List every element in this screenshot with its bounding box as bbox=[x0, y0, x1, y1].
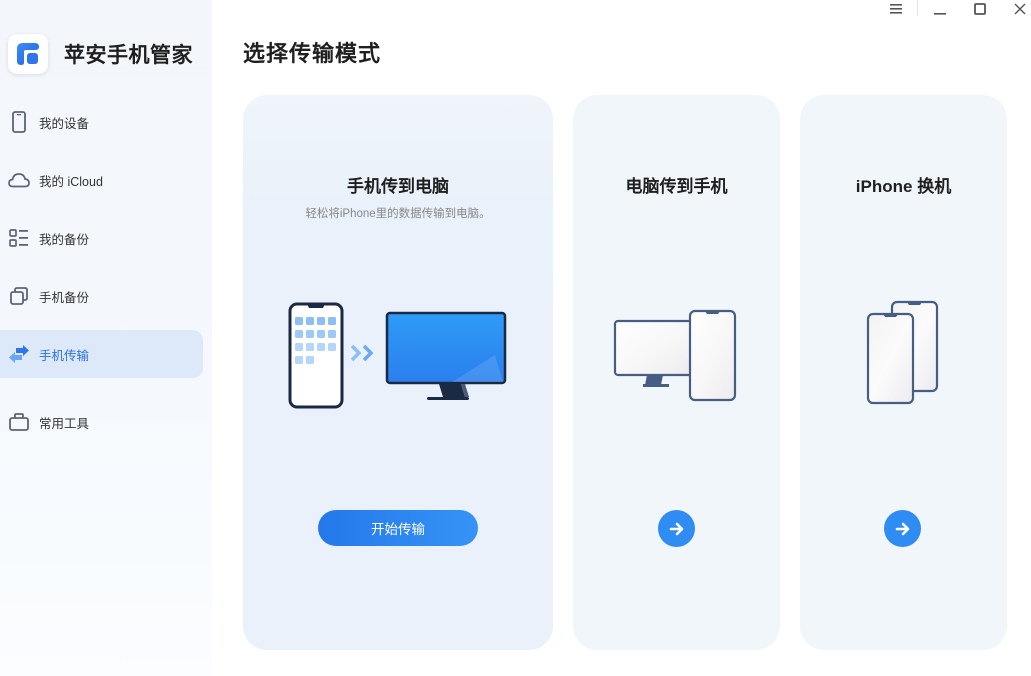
close-icon bbox=[1014, 3, 1026, 15]
start-transfer-button[interactable]: 开始传输 bbox=[318, 510, 478, 546]
mode-card-iphone-switch[interactable]: iPhone 换机 bbox=[800, 95, 1007, 650]
card-title: iPhone 换机 bbox=[855, 177, 952, 196]
card-title: 手机传到电脑 bbox=[347, 177, 449, 196]
toolbox-icon bbox=[8, 411, 30, 433]
page-title: 选择传输模式 bbox=[243, 41, 382, 66]
pc-to-phone-go-button[interactable] bbox=[658, 510, 695, 547]
sidebar-item-label: 我的 iCloud bbox=[39, 174, 103, 189]
sidebar-item-phone-transfer[interactable]: 手机传输 bbox=[0, 330, 203, 378]
sidebar: 苹安手机管家 我的设备 我的 iCloud 我的备份 手机备份 bbox=[0, 0, 212, 676]
arrow-right-icon bbox=[669, 522, 683, 535]
maximize-icon bbox=[974, 3, 986, 15]
minimize-icon bbox=[934, 13, 946, 15]
window-controls-divider bbox=[917, 0, 918, 16]
maximize-button[interactable] bbox=[970, 0, 990, 18]
sidebar-item-my-backup[interactable]: 我的备份 bbox=[0, 214, 203, 262]
phone-icon bbox=[8, 111, 30, 133]
cloud-icon bbox=[8, 169, 30, 191]
iphone-switch-go-button[interactable] bbox=[884, 510, 921, 547]
sidebar-item-common-tools[interactable]: 常用工具 bbox=[0, 398, 203, 446]
sidebar-item-label: 手机备份 bbox=[39, 290, 90, 305]
sidebar-item-label: 手机传输 bbox=[39, 348, 90, 363]
sidebar-item-phone-backup[interactable]: 手机备份 bbox=[0, 272, 203, 320]
arrow-right-icon bbox=[895, 522, 909, 535]
minimize-button[interactable] bbox=[930, 0, 950, 18]
transfer-icon bbox=[8, 343, 30, 365]
list-icon bbox=[8, 227, 30, 249]
brand: 苹安手机管家 bbox=[8, 34, 193, 74]
close-button[interactable] bbox=[1010, 0, 1030, 18]
copy-icon bbox=[8, 285, 30, 307]
pc-to-phone-illustration bbox=[613, 309, 737, 402]
card-description: 轻松将iPhone里的数据传输到电脑。 bbox=[305, 208, 491, 220]
phone-to-pc-illustration bbox=[288, 302, 507, 409]
mode-card-phone-to-pc[interactable]: 手机传到电脑 轻松将iPhone里的数据传输到电脑。 bbox=[243, 95, 553, 650]
app-name: 苹安手机管家 bbox=[64, 44, 193, 67]
sidebar-item-my-icloud[interactable]: 我的 iCloud bbox=[0, 156, 203, 204]
mode-card-pc-to-phone[interactable]: 电脑传到手机 bbox=[573, 95, 780, 650]
iphone-switch-illustration bbox=[866, 300, 939, 405]
app-logo bbox=[8, 34, 48, 74]
sidebar-item-label: 我的备份 bbox=[39, 232, 90, 247]
sidebar-item-my-device[interactable]: 我的设备 bbox=[0, 98, 203, 146]
card-title: 电脑传到手机 bbox=[625, 177, 728, 196]
sidebar-item-label: 我的设备 bbox=[39, 116, 90, 131]
menu-button[interactable] bbox=[886, 0, 906, 18]
sidebar-item-label: 常用工具 bbox=[39, 416, 90, 431]
menu-icon bbox=[890, 4, 902, 14]
